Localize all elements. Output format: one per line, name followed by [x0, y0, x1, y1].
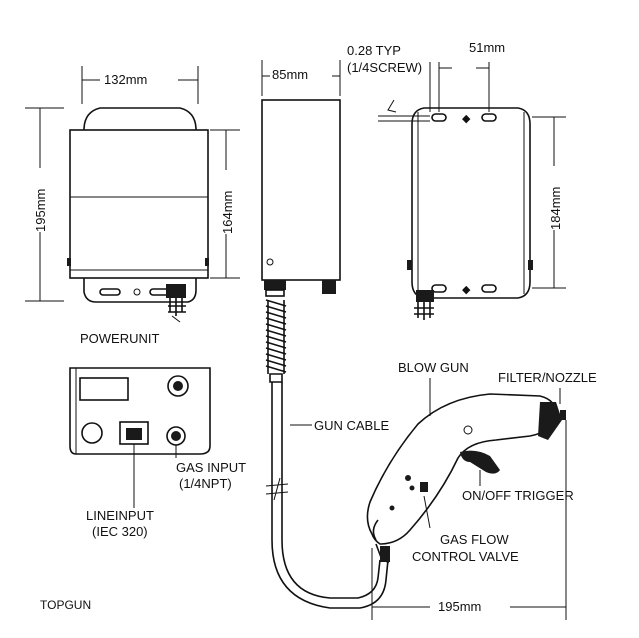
gas-input-label: GAS INPUT	[176, 460, 246, 475]
power-unit-side-view	[261, 99, 341, 297]
dim-164-label: 164mm	[220, 191, 235, 234]
top-gun-label: TOPGUN	[40, 598, 91, 612]
line-input-label: LINEINPUT	[86, 508, 154, 523]
power-unit-front-view	[67, 107, 209, 323]
dimension-184-vertical: 184mm	[532, 116, 566, 289]
dim-184-label: 184mm	[548, 187, 563, 230]
gas-flow-label: GAS FLOW	[440, 532, 509, 547]
power-unit-label: POWERUNIT	[80, 331, 160, 346]
dim-195v-label: 195mm	[33, 189, 48, 232]
npt-label: (1/4NPT)	[179, 476, 232, 491]
dim-51-label: 51mm	[469, 40, 505, 55]
control-valve-label: CONTROL VALVE	[412, 549, 519, 564]
typ-label: 0.28 TYP	[347, 43, 401, 58]
dimension-85: 85mm	[261, 60, 341, 96]
front-housing	[69, 129, 209, 279]
dimension-195-vertical: 195mm	[25, 107, 64, 302]
svg-text:◆: ◆	[462, 113, 471, 125]
screw-label: (1/4SCREW)	[347, 60, 422, 75]
dim-85-label: 85mm	[272, 67, 308, 82]
dim-132-label: 132mm	[104, 72, 147, 87]
dimension-164-vertical: 164mm	[210, 129, 240, 279]
blow-gun	[366, 393, 566, 564]
filter-nozzle-label: FILTER/NOZZLE	[498, 370, 597, 385]
dim-195h-label: 195mm	[438, 599, 481, 614]
dimension-132: 132mm	[81, 66, 199, 104]
on-off-trigger-label: ON/OFF TRIGGER	[462, 488, 574, 503]
iec-label: (IEC 320)	[92, 524, 148, 539]
side-housing	[261, 99, 341, 281]
gun-cable-label: GUN CABLE	[314, 418, 389, 433]
svg-text:◆: ◆	[462, 284, 471, 296]
power-unit-back-view: ◆ ◆	[407, 107, 533, 320]
gun-cable	[265, 299, 389, 609]
dimension-195-horizontal: 195mm	[371, 420, 567, 620]
blow-gun-label: BLOW GUN	[398, 360, 469, 375]
dimension-mounting: 0.28 TYP (1/4SCREW) 51mm	[347, 40, 505, 122]
power-unit-top-panel	[69, 367, 211, 508]
